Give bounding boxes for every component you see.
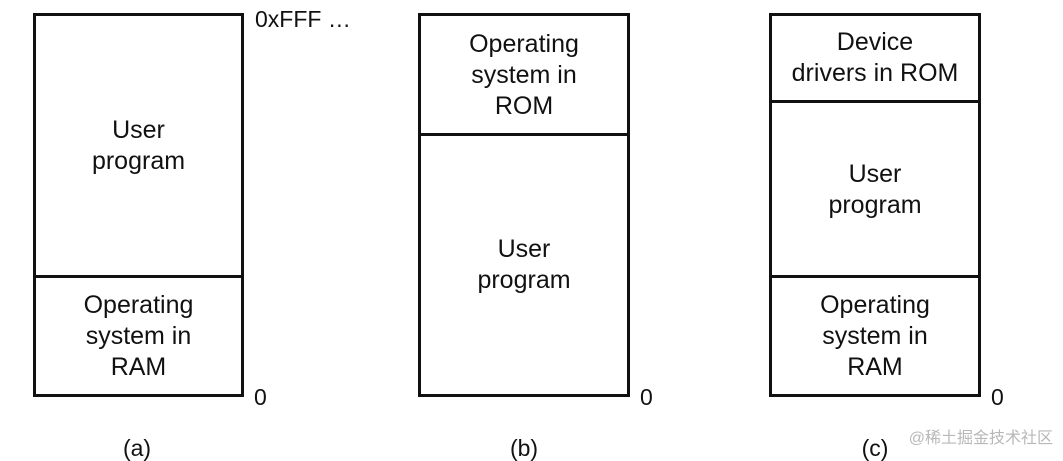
panel-caption-b: (b): [509, 435, 539, 461]
memory-column-b: Operating system in ROM User program: [418, 13, 630, 397]
region-user-program: User program: [36, 16, 241, 276]
bottom-address-label: 0: [254, 384, 267, 410]
region-label: User program: [91, 116, 186, 175]
memory-column-a: User program Operating system in RAM: [33, 13, 244, 397]
region-label: Device drivers in ROM: [791, 28, 959, 87]
region-divider: [421, 133, 627, 136]
region-divider: [772, 275, 978, 278]
watermark: @稀土掘金技术社区: [908, 430, 1053, 447]
panel-caption-c: (c): [861, 435, 889, 461]
region-os-in-ram: Operating system in RAM: [36, 278, 241, 394]
panel-caption-a: (a): [122, 435, 152, 461]
region-device-drivers-in-rom: Device drivers in ROM: [772, 16, 978, 100]
region-label: Operating system in RAM: [820, 290, 930, 381]
region-os-in-rom: Operating system in ROM: [421, 16, 627, 134]
memory-column-c: Device drivers in ROM User program Opera…: [769, 13, 981, 397]
region-divider: [36, 275, 241, 278]
region-divider: [772, 100, 978, 103]
region-label: User program: [477, 235, 571, 294]
bottom-address-label: 0: [991, 384, 1004, 410]
region-label: User program: [828, 159, 922, 219]
bottom-address-label: 0: [640, 384, 653, 410]
top-address-label: 0xFFF …: [255, 6, 351, 32]
region-label: Operating system in ROM: [469, 29, 579, 120]
region-label: Operating system in RAM: [83, 290, 194, 381]
region-os-in-ram: Operating system in RAM: [772, 278, 978, 394]
region-user-program: User program: [772, 103, 978, 276]
region-user-program: User program: [421, 136, 627, 394]
